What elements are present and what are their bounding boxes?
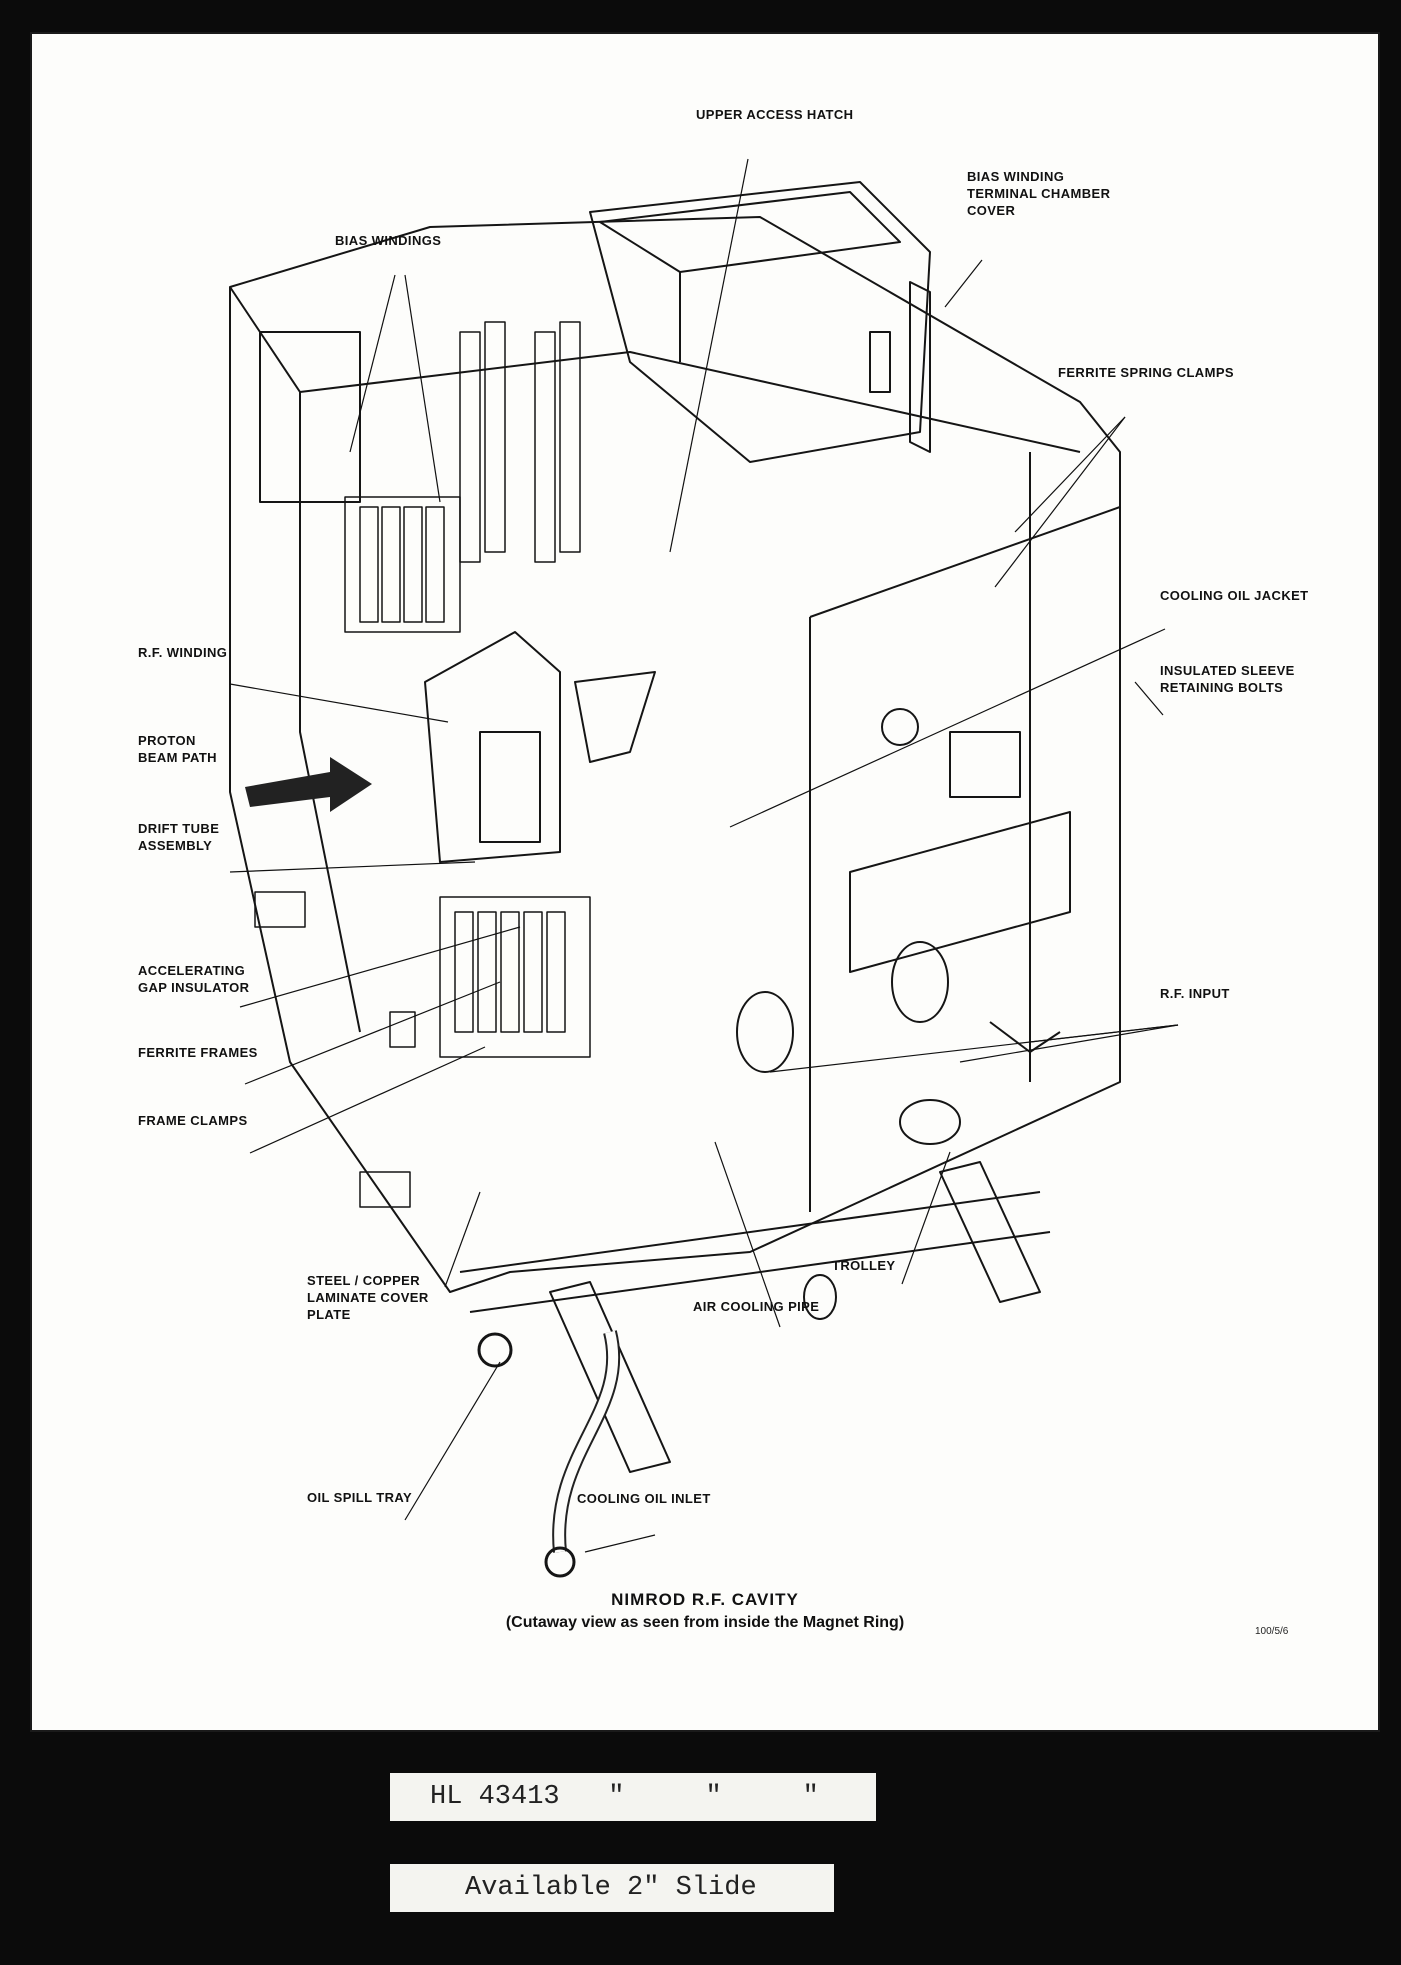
label-upper-access-hatch: UPPER ACCESS HATCH (696, 107, 854, 122)
label-air-cooling-pipe: AIR COOLING PIPE (693, 1299, 820, 1314)
leader-lines (229, 158, 1179, 1553)
caption-subtitle: (Cutaway view as seen from inside the Ma… (505, 1614, 905, 1631)
drift-tube-part (424, 631, 656, 863)
side-panel-part (849, 452, 1071, 1082)
bias-windings-part (344, 321, 581, 633)
label-insulated-sleeve: INSULATED SLEEVE RETAINING BOLTS (1160, 662, 1295, 696)
label-bias-winding-terminal: BIAS WINDING TERMINAL CHAMBER COVER (967, 168, 1110, 219)
label-insulated-sleeve-line2: RETAINING BOLTS (1160, 680, 1284, 695)
label-steel-copper-line1: STEEL / COPPER (307, 1273, 420, 1288)
label-cooling-oil-inlet: COOLING OIL INLET (577, 1491, 711, 1506)
label-frame-clamps: FRAME CLAMPS (138, 1113, 248, 1128)
cavity-cutaway-drawing (229, 158, 1179, 1578)
label-accelerating-gap-insulator: ACCELERATING GAP INSULATOR (138, 962, 249, 996)
label-oil-spill-tray: OIL SPILL TRAY (307, 1490, 413, 1505)
catalog-number-strip: HL 43413 " " " (390, 1773, 876, 1821)
label-proton-beam-path-line2: BEAM PATH (138, 750, 217, 765)
label-rf-input: R.F. INPUT (1160, 986, 1230, 1001)
label-steel-copper-line3: PLATE (307, 1307, 351, 1322)
label-drift-tube-assembly: DRIFT TUBE ASSEMBLY (138, 820, 219, 854)
rf-input-couplers-part (736, 941, 1061, 1145)
slide-availability-strip: Available 2" Slide (390, 1864, 834, 1912)
label-accelerating-gap-insulator-line2: GAP INSULATOR (138, 980, 250, 995)
label-cooling-oil-jacket: COOLING OIL JACKET (1160, 588, 1309, 603)
label-ferrite-frames: FERRITE FRAMES (138, 1045, 258, 1060)
side-flanges-part (254, 891, 416, 1208)
cavity-housing (229, 216, 1121, 1293)
label-drift-tube-assembly-line2: ASSEMBLY (138, 838, 213, 853)
label-trolley: TROLLEY (832, 1258, 896, 1273)
label-steel-copper-line2: LAMINATE COVER (307, 1290, 429, 1305)
upper-access-hatch-part (589, 181, 931, 463)
cooling-oil-inlet-pipe-part (477, 1330, 621, 1578)
label-accelerating-gap-insulator-line1: ACCELERATING (138, 963, 246, 978)
label-proton-beam-path: PROTON BEAM PATH (138, 732, 217, 766)
proton-beam-arrow (245, 757, 372, 812)
label-rf-winding: R.F. WINDING (138, 645, 228, 660)
label-drift-tube-assembly-line1: DRIFT TUBE (138, 821, 220, 836)
label-proton-beam-path-line1: PROTON (138, 733, 196, 748)
label-bias-windings: BIAS WINDINGS (335, 233, 442, 248)
trolley-part (459, 1161, 1051, 1473)
caption-title: NIMROD R.F. CAVITY (611, 1590, 799, 1609)
label-bias-winding-terminal-line1: BIAS WINDING (967, 169, 1065, 184)
diagram-sheet: UPPER ACCESS HATCH BIAS WINDING TERMINAL… (30, 32, 1380, 1732)
label-ferrite-spring-clamps: FERRITE SPRING CLAMPS (1058, 365, 1234, 380)
label-bias-winding-terminal-line3: COVER (967, 203, 1016, 218)
ferrite-frames-part (439, 896, 591, 1058)
label-bias-winding-terminal-line2: TERMINAL CHAMBER (967, 186, 1111, 201)
reference-number: 100/5/6 (1255, 1626, 1289, 1637)
label-insulated-sleeve-line1: INSULATED SLEEVE (1160, 663, 1295, 678)
label-steel-copper: STEEL / COPPER LAMINATE COVER PLATE (307, 1272, 429, 1323)
